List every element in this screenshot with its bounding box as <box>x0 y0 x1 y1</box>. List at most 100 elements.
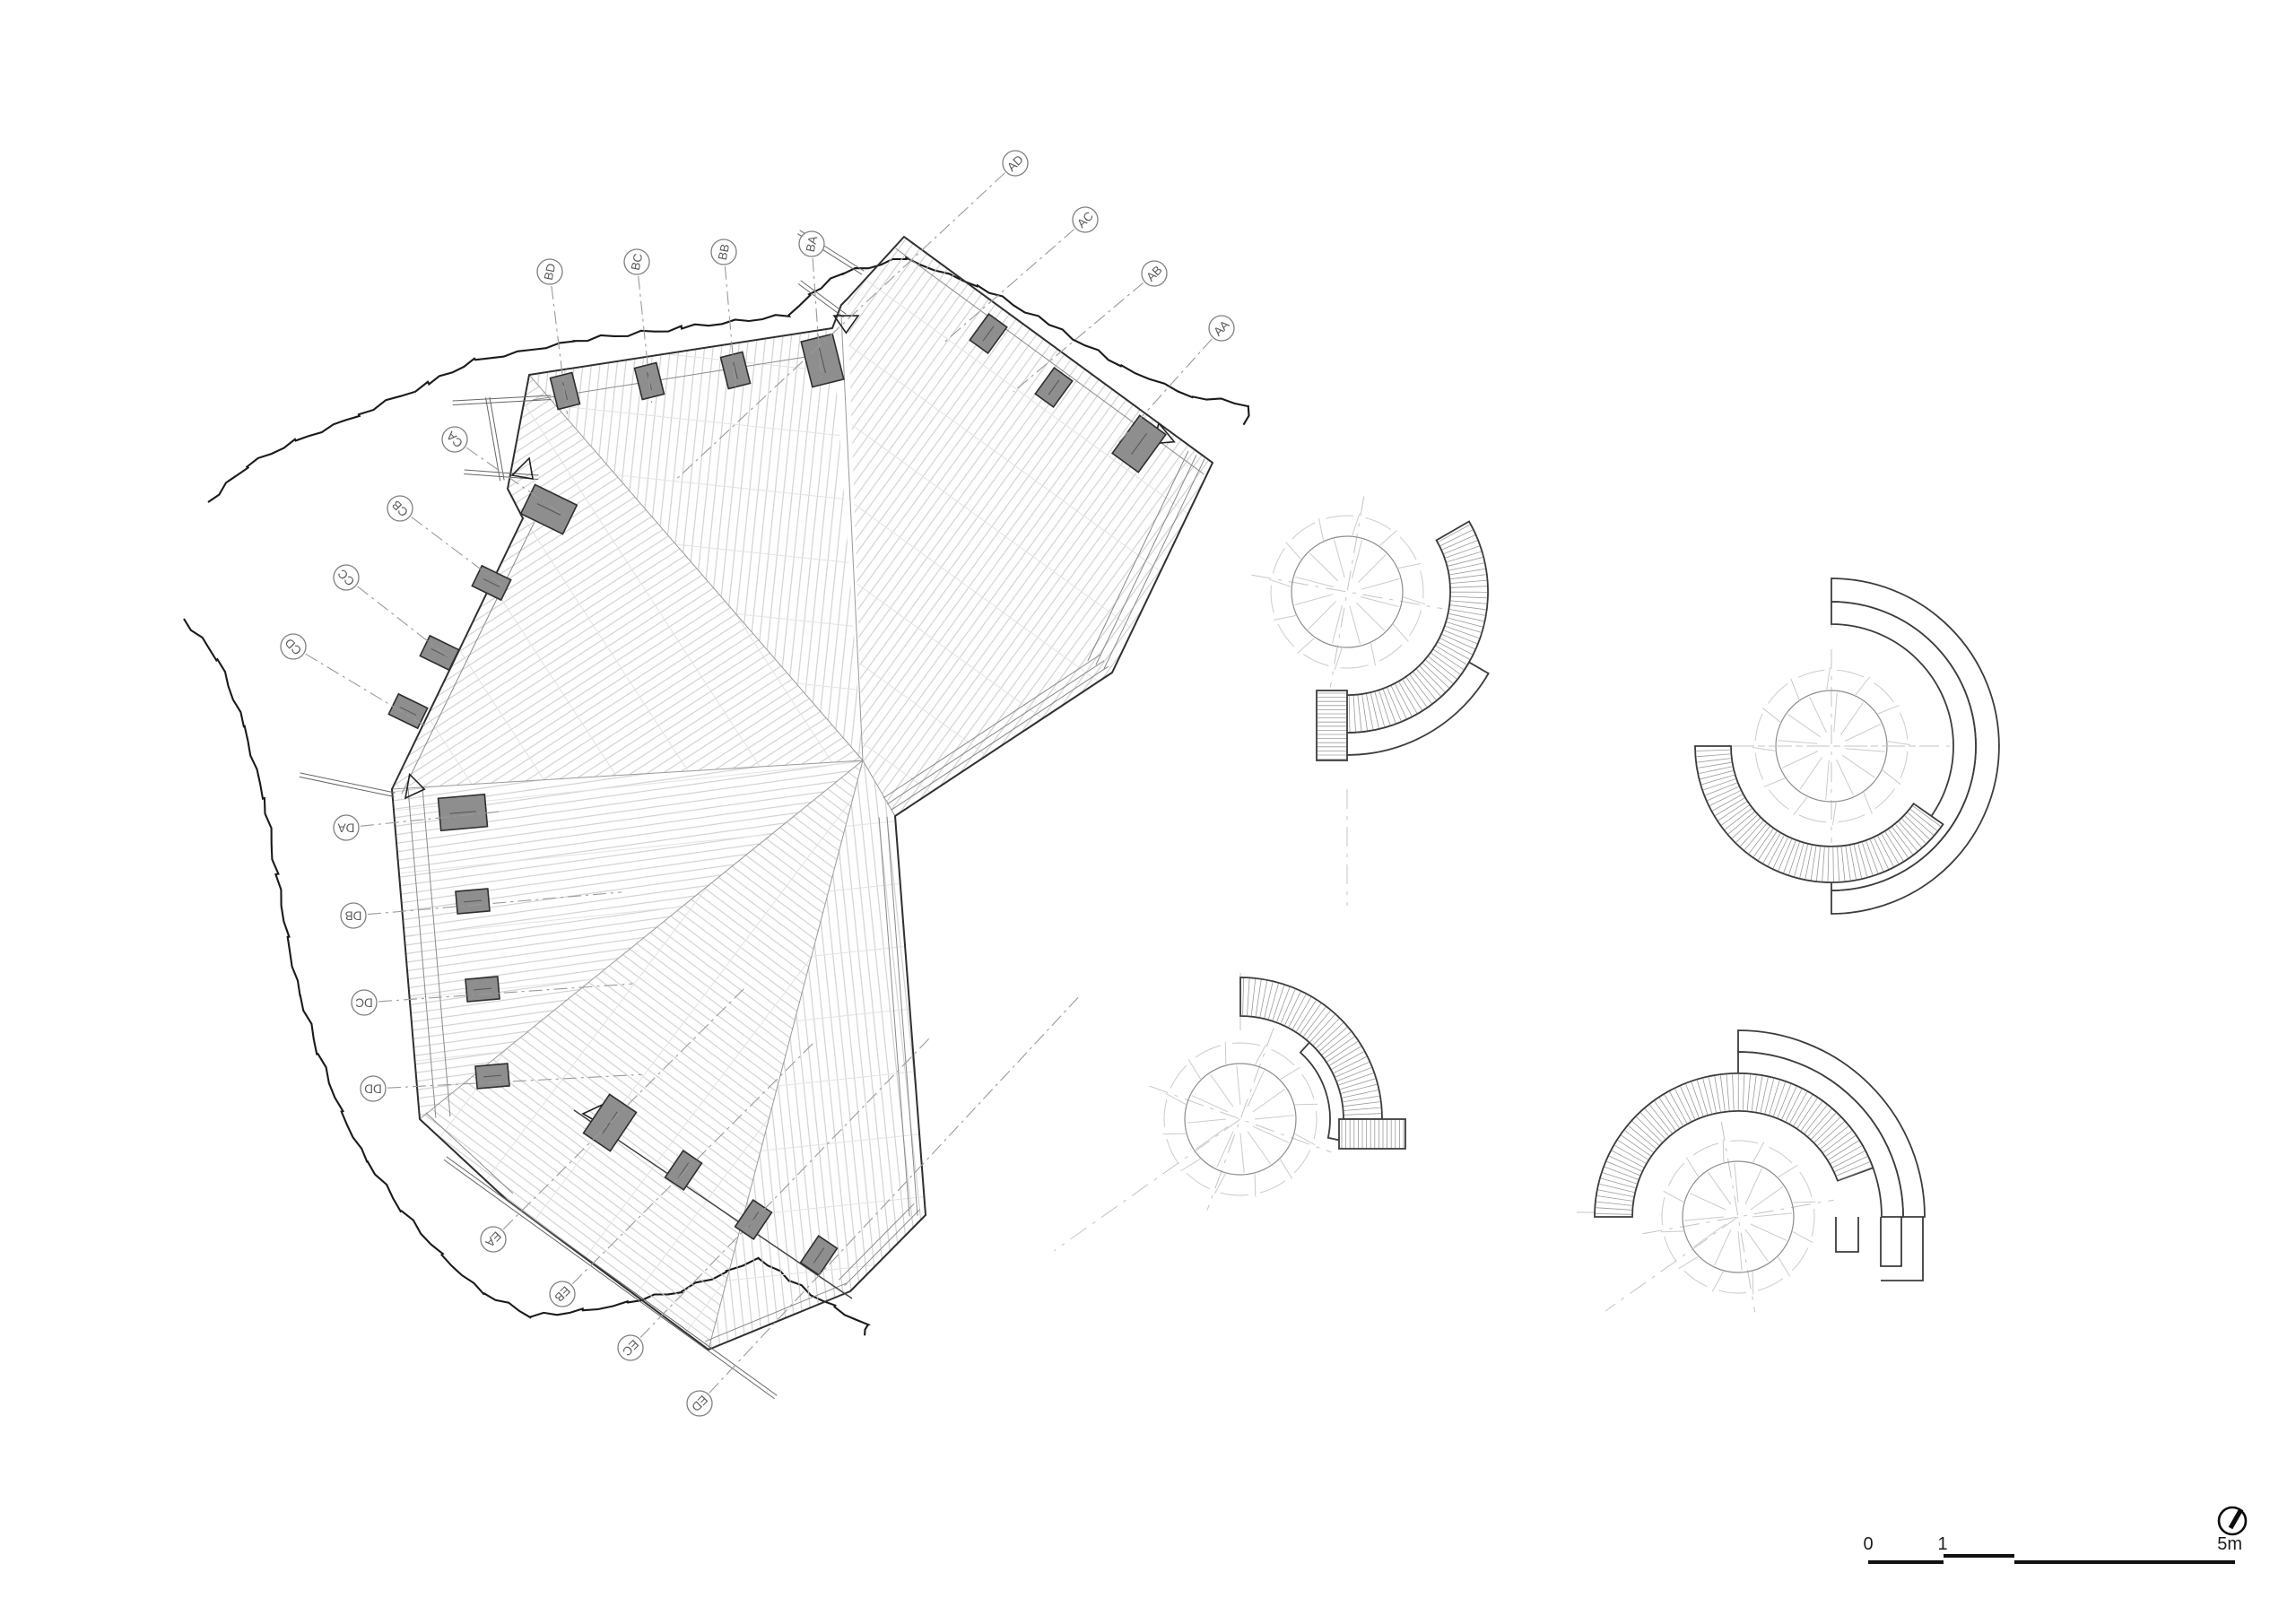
roof-panel-2-joints <box>848 237 1213 816</box>
roof-column-11 <box>387 692 429 730</box>
grid-bubble-DB: DB <box>340 891 622 929</box>
batten-2 <box>464 473 539 480</box>
grid-bubble-label: BB <box>716 243 732 262</box>
roof-column-19 <box>799 1234 839 1277</box>
batten-5 <box>299 776 395 797</box>
ridge-line-2 <box>840 315 864 761</box>
fascia-ne-tip-3 <box>1087 450 1189 662</box>
scale-bar: 0 1 5m <box>1863 1534 2242 1564</box>
grid-bubble-CA: CA <box>441 426 566 517</box>
grid-bubble-BD: BD <box>536 258 569 414</box>
roof-column-8 <box>519 483 578 535</box>
grid-line-CA <box>465 447 566 517</box>
grid-line-EC <box>639 1038 930 1338</box>
roof-column-17 <box>664 1149 703 1192</box>
ridge-line-3 <box>862 760 896 817</box>
roof-column-9 <box>471 564 512 602</box>
grid-bubble-circle <box>1141 260 1168 287</box>
grid-line-DC <box>378 983 633 1003</box>
grid-bubble-circle <box>333 564 360 591</box>
grid-bubble-circle <box>623 248 650 275</box>
grid-bubble-label: BA <box>804 235 820 254</box>
grid-line-AC <box>943 229 1075 344</box>
batten-1 <box>452 395 552 402</box>
grid-line-EA <box>502 985 748 1230</box>
batten-7 <box>485 397 501 482</box>
ridge-line-4 <box>391 760 864 790</box>
grid-bubble-circle <box>536 258 563 285</box>
grid-bubble-CC: CC <box>333 564 449 658</box>
fascia-c-edge-1 <box>401 522 535 795</box>
fascia-s-tip-1 <box>844 1209 920 1287</box>
grid-bubble-circle <box>1002 150 1029 177</box>
grid-bubble-AD: AD <box>674 150 1029 482</box>
roof-column-12 <box>437 793 489 832</box>
batten-1 <box>452 399 552 405</box>
roof-panel-1-joints <box>529 328 863 760</box>
north-arrow-icon <box>2217 1506 2248 1536</box>
roof-column-5 <box>969 312 1008 355</box>
grid-line-AB <box>1013 282 1144 393</box>
roof-column-10 <box>419 634 460 672</box>
grid-bubble-circle <box>617 1334 644 1361</box>
site-boundary-north <box>207 256 1250 503</box>
grid-line-BC <box>638 275 653 404</box>
scale-label-5m: 5m <box>2217 1534 2242 1554</box>
grid-line-DB <box>367 891 622 916</box>
grid-bubble-label: DB <box>345 909 362 923</box>
fascia-ne-lower-3 <box>883 654 1101 799</box>
grid-bubble-CB: CB <box>387 495 507 589</box>
grid-bubble-BA: BA <box>798 230 825 380</box>
grid-bubble-circle <box>333 814 360 841</box>
grid-bubble-AC: AC <box>943 206 1099 344</box>
deck-outline <box>391 236 1213 1350</box>
scale-label-1: 1 <box>1937 1534 1947 1554</box>
grid-line-DA <box>360 811 503 827</box>
stair-plan-faint <box>1251 496 1443 688</box>
grid-bubble-circle <box>441 426 468 453</box>
batten-4 <box>797 283 844 318</box>
roof-column-4 <box>800 333 845 388</box>
scale-segment-1 <box>1868 1560 1944 1564</box>
grid-line-AA <box>1116 338 1213 446</box>
scale-segment-3 <box>2014 1560 2235 1564</box>
fascia-s-right-2 <box>878 817 910 1217</box>
grid-bubble-EC: EC <box>617 1038 930 1361</box>
roof-column-13 <box>455 888 491 915</box>
grid-bubble-BC: BC <box>623 248 653 404</box>
roof-column-1 <box>549 371 581 411</box>
grid-line-CB <box>411 517 507 589</box>
fascia-top-1 <box>532 352 830 401</box>
stair-plan-faint <box>1642 1121 1834 1313</box>
grid-bubble-EA: EA <box>480 985 748 1253</box>
batten-4 <box>800 280 847 315</box>
grid-bubble-circle <box>710 239 737 265</box>
grid-bubble-circle <box>340 902 367 929</box>
fascia-ne-tip-2 <box>1095 455 1197 665</box>
stair-detail-lower-right <box>1577 1029 1926 1313</box>
grid-line-CC <box>357 586 449 658</box>
grid-line-DD <box>387 1073 642 1089</box>
grid-bubble-DC: DC <box>351 983 633 1016</box>
ridge-line-6 <box>708 760 864 1350</box>
roof-column-3 <box>719 351 752 390</box>
fascia-s-tip-2 <box>838 1203 915 1281</box>
grid-bubble-label: DC <box>355 996 373 1010</box>
eave-strip-line <box>573 1109 853 1299</box>
fascia-sw-edge-1 <box>425 1112 514 1194</box>
grid-bubble-circle <box>798 230 825 257</box>
fascia-ne-tip-1 <box>1103 458 1205 669</box>
roof-column-15 <box>474 1063 510 1090</box>
grid-bubble-circle <box>387 495 413 522</box>
scale-label-0: 0 <box>1863 1534 1873 1554</box>
grid-bubble-AB: AB <box>1013 260 1168 393</box>
grid-line-BD <box>551 285 569 414</box>
grid-line-ED <box>709 996 1080 1394</box>
grid-line-EB <box>571 1039 817 1285</box>
fascia-d-edge-2 <box>422 786 451 1117</box>
stair-landing-steps <box>1835 1217 1924 1281</box>
grid-line-BA <box>812 257 822 380</box>
